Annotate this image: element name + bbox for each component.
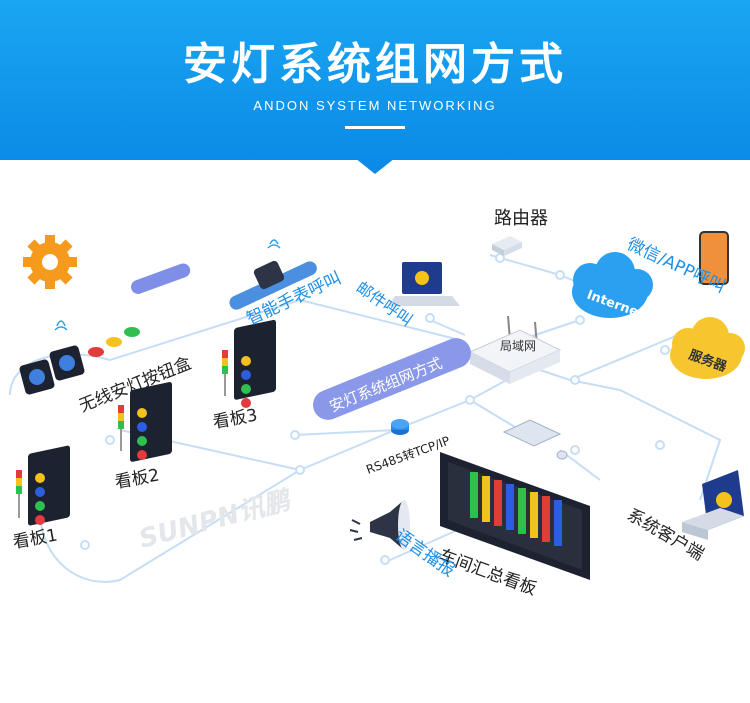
andon-board-1 [16, 445, 70, 526]
page-title: 安灯系统组网方式 [183, 39, 567, 90]
header-notch [355, 158, 395, 174]
laptop-email-icon [388, 262, 460, 306]
phone-icon [699, 231, 729, 285]
decorative-bar [131, 263, 191, 294]
andon-board-3 [222, 319, 276, 408]
dot [80, 540, 90, 550]
lan-label: 局域网 [500, 339, 536, 353]
dot [380, 555, 390, 565]
wireless-button-box [19, 320, 140, 395]
dot [425, 313, 435, 323]
line-bottom-arc [39, 429, 396, 583]
dot [660, 345, 670, 355]
page-subtitle: ANDON SYSTEM NETWORKING [253, 98, 497, 113]
header-banner [0, 0, 750, 160]
dot [570, 375, 580, 385]
dot [575, 315, 585, 325]
line-client [569, 379, 722, 501]
connection-dots [80, 253, 670, 565]
speaker-icon [349, 500, 410, 550]
rs485-label: RS485转TCP/IP [364, 433, 452, 477]
center-pill [313, 338, 471, 420]
router-icon [492, 236, 522, 256]
line-email [429, 319, 466, 336]
lan-router-icon [468, 315, 562, 384]
board3-label: 看板3 [211, 405, 259, 432]
dot [570, 445, 580, 455]
andon-board-2 [118, 382, 172, 462]
dot [295, 465, 305, 475]
dot [290, 430, 300, 440]
watermark: SUNPN讯鹏 [136, 485, 296, 555]
dot [105, 435, 115, 445]
internet-cloud-icon [572, 252, 653, 318]
line-board3 [294, 429, 396, 436]
title-underline [345, 126, 405, 129]
line-keyboard [469, 399, 521, 431]
smartwatch-icon [229, 239, 317, 310]
dot [655, 440, 665, 450]
line-server [539, 329, 691, 382]
server-cloud-icon [670, 317, 745, 379]
board1-label: 看板1 [11, 525, 59, 552]
client-laptop-icon [682, 470, 744, 540]
router-label: 路由器 [494, 208, 548, 229]
keyboard-mouse-icon [502, 419, 568, 460]
dot [465, 395, 475, 405]
workshop-board-icon [440, 452, 590, 580]
gear-icon [23, 235, 77, 289]
board2-label: 看板2 [113, 465, 161, 492]
dot [555, 270, 565, 280]
rs485-converter-icon [391, 419, 409, 435]
